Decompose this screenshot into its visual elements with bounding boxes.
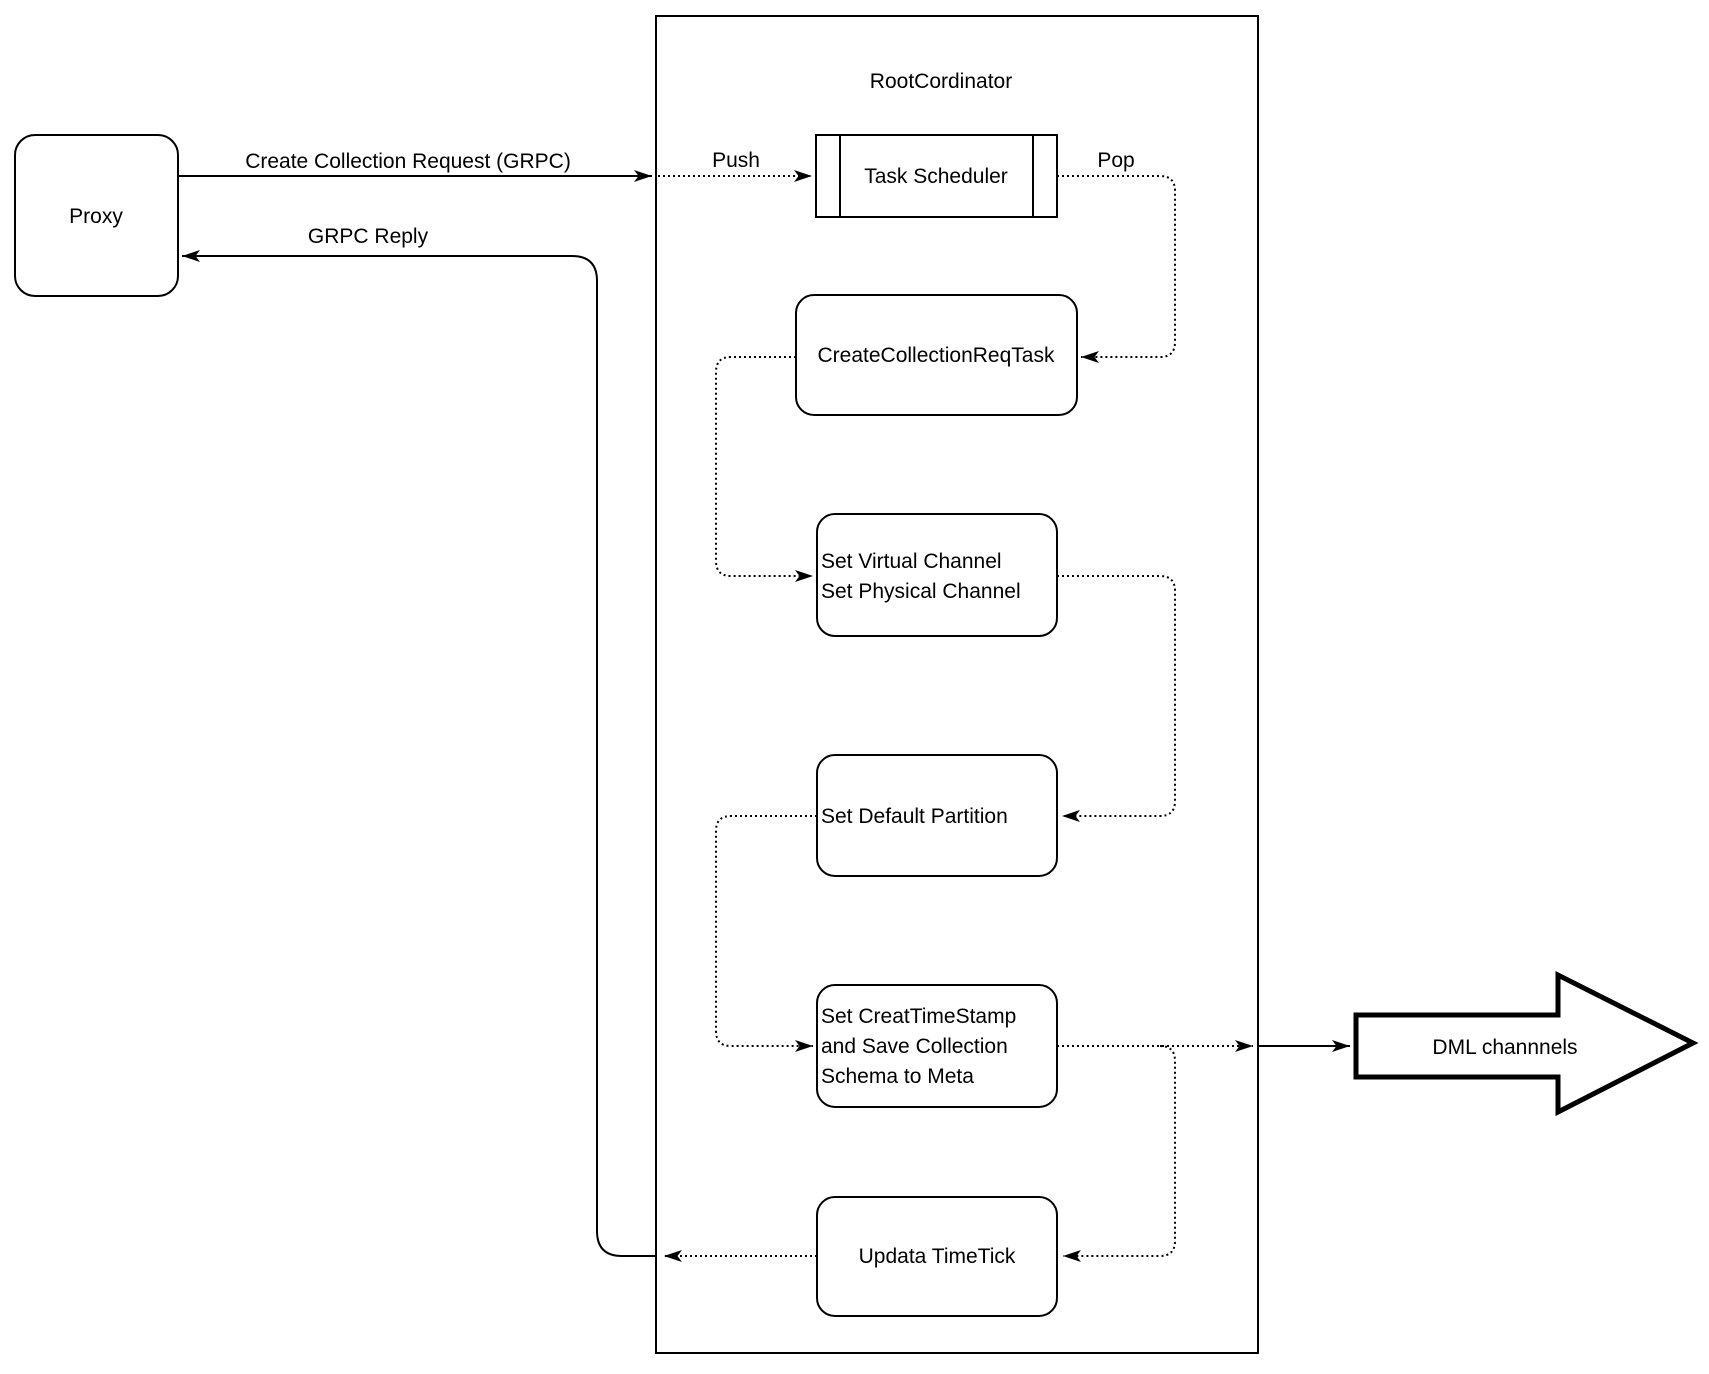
task-scheduler-node bbox=[815, 134, 1058, 218]
push-label: Push bbox=[712, 149, 760, 172]
grpc-reply-edge bbox=[182, 250, 656, 1257]
pop-label: Pop bbox=[1097, 149, 1134, 172]
proxy-label: Proxy bbox=[69, 205, 123, 228]
setdefault-to-setcreat-edge bbox=[715, 815, 817, 1052]
set-creat-timestamp-line1: Set CreatTimeStamp bbox=[821, 1005, 1016, 1028]
create-collection-req-task-label: CreateCollectionReqTask bbox=[818, 344, 1055, 367]
task-scheduler-label: Task Scheduler bbox=[864, 165, 1008, 188]
dml-channels-label: DML channnels bbox=[1432, 1036, 1577, 1059]
create-collection-request-label: Create Collection Request (GRPC) bbox=[245, 150, 571, 173]
set-virtual-channel-line1: Set Virtual Channel bbox=[821, 550, 1002, 573]
set-virtual-channel-node bbox=[816, 513, 1058, 637]
pop-edge bbox=[1057, 175, 1176, 363]
grpc-reply-label: GRPC Reply bbox=[308, 225, 429, 248]
setcreat-to-updata-edge bbox=[1063, 1045, 1176, 1262]
updata-timetick-label: Updata TimeTick bbox=[859, 1245, 1016, 1268]
setvirtual-to-setdefault-edge bbox=[1057, 575, 1176, 822]
set-creat-timestamp-line3: Schema to Meta bbox=[821, 1065, 974, 1088]
proxy-node bbox=[14, 134, 179, 297]
set-creat-timestamp-line2: and Save Collection bbox=[821, 1035, 1008, 1058]
set-virtual-channel-line2: Set Physical Channel bbox=[821, 580, 1021, 603]
dml-channels-arrow-shape bbox=[1353, 970, 1699, 1117]
reqtask-to-setvirtual-edge bbox=[715, 356, 813, 582]
create-collection-req-task-node bbox=[795, 294, 1078, 416]
rootcordinator-container bbox=[655, 15, 1259, 1354]
set-default-partition-label: Set Default Partition bbox=[821, 805, 1008, 828]
rootcordinator-title: RootCordinator bbox=[870, 70, 1012, 93]
